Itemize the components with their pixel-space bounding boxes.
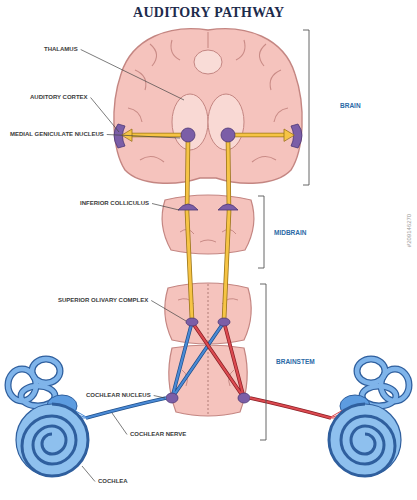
canal-outline xyxy=(32,359,60,383)
midline xyxy=(208,284,209,416)
callout-label: COCHLEAR NUCLEUS xyxy=(86,392,151,399)
cochlea-spiral xyxy=(16,404,88,476)
midbrain-outline xyxy=(162,195,254,254)
corpus-callosum xyxy=(194,50,222,74)
brain-section xyxy=(114,29,302,184)
callout-label: THALAMUS xyxy=(44,46,78,53)
callout-label: INFERIOR COLLICULUS xyxy=(80,200,149,207)
tract-outline xyxy=(192,322,244,398)
region-label: MIDBRAIN xyxy=(274,229,307,237)
callout-label: COCHLEAR NERVE xyxy=(130,431,186,438)
inner-ear-left xyxy=(8,359,88,476)
callout-label: MEDIAL GENICULATE NUCLEUS xyxy=(10,131,104,138)
brainstem-section xyxy=(165,283,251,416)
leader-line xyxy=(82,466,95,482)
yellow-tract xyxy=(130,135,286,320)
cochlear-nucleus xyxy=(238,393,250,403)
inner-ear-right xyxy=(329,359,409,476)
leader-line xyxy=(91,98,119,133)
midbrain-section xyxy=(162,195,254,254)
cochlear-nerve-right xyxy=(250,398,331,418)
tract-outline xyxy=(130,135,286,320)
medial-geniculate-nucleus xyxy=(181,128,195,142)
red-tract xyxy=(192,322,244,398)
cochlea-turns xyxy=(22,404,88,476)
arrowhead xyxy=(284,129,294,141)
medial-geniculate-nucleus xyxy=(221,128,235,142)
nerve-outline xyxy=(86,398,166,418)
cochlear-nerve-left xyxy=(86,398,166,418)
crossing-tracts xyxy=(172,322,244,398)
cochlea-turns xyxy=(329,404,395,476)
inferior-colliculus xyxy=(178,204,198,210)
nerve-outline xyxy=(250,398,331,418)
region-label: BRAIN xyxy=(340,102,361,110)
callout-label: COCHLEA xyxy=(98,478,128,485)
leader-line xyxy=(81,50,184,101)
diagram-title: AUDITORY PATHWAY xyxy=(133,5,284,21)
bracket xyxy=(258,196,264,268)
brain-gyri xyxy=(128,32,288,162)
leader-line xyxy=(107,135,180,139)
superior-olivary-complex xyxy=(218,318,230,326)
bracket xyxy=(303,30,309,185)
watermark-id: #209146270 xyxy=(406,214,413,247)
leader-line xyxy=(151,301,186,322)
nuclei xyxy=(166,128,250,403)
brain-outline xyxy=(114,29,302,184)
thalamus-right xyxy=(208,94,244,150)
ascending-tracts xyxy=(122,129,294,320)
leader-line xyxy=(152,204,179,211)
semicircular-canal xyxy=(32,359,60,383)
region-label: BRAINSTEM xyxy=(276,358,315,366)
callout-label: AUDITORY CORTEX xyxy=(30,94,88,101)
bracket xyxy=(260,284,266,440)
inferior-colliculus xyxy=(218,204,238,210)
callout-label: SUPERIOR OLIVARY COMPLEX xyxy=(58,297,148,304)
cochlear-nucleus xyxy=(166,393,178,403)
semicircular-canal xyxy=(357,359,385,383)
thalamus-left xyxy=(172,94,208,150)
region-brackets xyxy=(258,30,309,440)
leader-line xyxy=(112,413,127,435)
leader-line xyxy=(154,396,165,399)
superior-olivary-complex xyxy=(186,318,198,326)
cochlea-spiral xyxy=(329,404,401,476)
canal-outline xyxy=(357,359,385,383)
